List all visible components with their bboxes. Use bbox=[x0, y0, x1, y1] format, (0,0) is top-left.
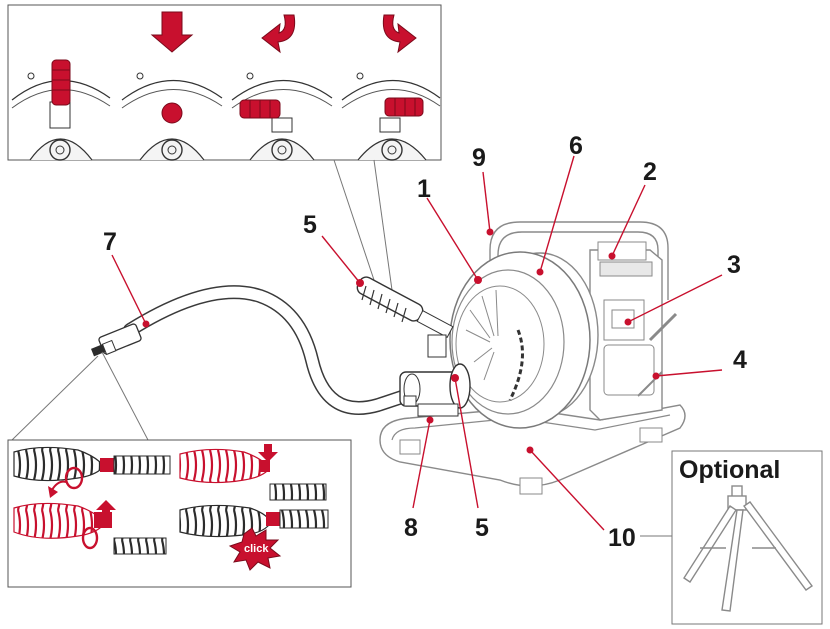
callout-10: 10 bbox=[608, 524, 636, 552]
drain-cleaner-machine bbox=[356, 221, 686, 495]
coupling-step-1 bbox=[13, 446, 171, 518]
click-burst-icon bbox=[228, 527, 282, 571]
coupling-step-3 bbox=[179, 444, 327, 501]
lock-pin-rotated-left bbox=[239, 99, 281, 119]
callout-4: 4 bbox=[733, 346, 747, 374]
inset-panel-2 bbox=[121, 11, 223, 161]
arrow-up-icon bbox=[96, 500, 116, 518]
drain-cable bbox=[91, 285, 415, 415]
rotate-right-arrow-icon bbox=[382, 14, 417, 54]
callout-5-feed: 5 bbox=[475, 514, 489, 542]
arrow-down-icon bbox=[150, 11, 194, 53]
lock-pin-rotated-right bbox=[384, 97, 424, 117]
callout-3: 3 bbox=[727, 251, 741, 279]
coupling-step-2 bbox=[13, 502, 167, 555]
arrow-down-icon bbox=[258, 444, 278, 462]
optional-label: Optional bbox=[679, 456, 780, 484]
feed-handle bbox=[356, 276, 454, 358]
callout-5-handle: 5 bbox=[303, 211, 317, 239]
callout-7: 7 bbox=[103, 228, 117, 256]
drum-lock-inset bbox=[7, 4, 442, 293]
coupling-step-4: click bbox=[179, 504, 329, 571]
callout-2: 2 bbox=[643, 158, 657, 186]
coupling-click-label: click bbox=[244, 543, 269, 555]
callout-9: 9 bbox=[472, 144, 486, 172]
optional-inset: Optional bbox=[671, 450, 823, 625]
lock-pin-pulled bbox=[51, 59, 71, 106]
callout-leaders bbox=[111, 155, 723, 531]
rotate-left-arrow-icon bbox=[261, 14, 296, 54]
callout-1: 1 bbox=[417, 175, 431, 203]
inset-panel-3 bbox=[231, 14, 333, 161]
cable-coupling-inset: click bbox=[7, 439, 352, 588]
lock-pin-pressed bbox=[161, 102, 183, 124]
inset-panel-4 bbox=[341, 14, 441, 161]
tripod-stand bbox=[683, 485, 813, 612]
callout-6: 6 bbox=[569, 132, 583, 160]
callout-8: 8 bbox=[404, 514, 418, 542]
inset-panel-1 bbox=[11, 59, 111, 161]
